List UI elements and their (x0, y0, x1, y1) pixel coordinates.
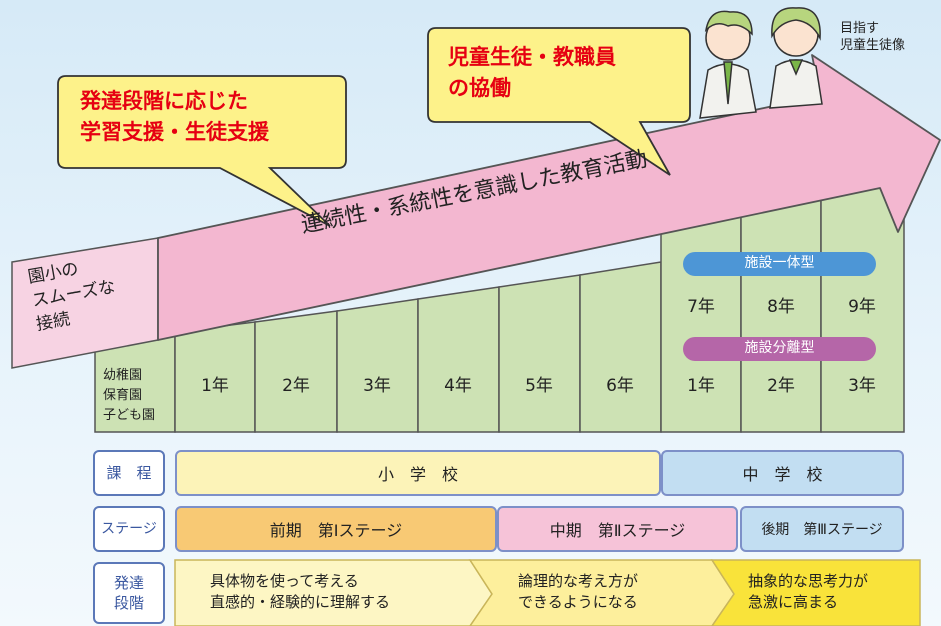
dev-stage-1-text: 具体物を使って考える 直感的・経験的に理解する (210, 571, 390, 613)
elementary-grade-3: 3年 (363, 376, 391, 396)
separated-grade-1: 1年 (687, 376, 715, 396)
preschool-line2: 保育園 (103, 388, 143, 403)
integrated-grade-9: 9年 (848, 297, 876, 317)
dev-stage-3-line1: 抽象的な思考力が (748, 572, 869, 590)
integrated-pill (683, 252, 876, 276)
development-stages (174, 559, 921, 626)
dev-stage-3-line2: 急激に高まる (748, 593, 839, 611)
stage-1-box: 前期 第Ⅰステージ (175, 506, 497, 552)
separated-pill (683, 337, 876, 361)
goal-line1: 目指す (840, 21, 880, 36)
bubble-right-line2: の協働 (448, 76, 511, 100)
stage-3-box: 後期 第Ⅲステージ (740, 506, 904, 552)
bubble-left-line2: 学習支援・生徒支援 (80, 120, 269, 144)
preschool-line3: 子ども園 (103, 408, 156, 423)
integrated-label: 施設一体型 (744, 255, 815, 271)
elementary-grade-4: 4年 (444, 376, 472, 396)
development-label-line2: 段階 (113, 594, 144, 612)
grade-column-3 (336, 298, 419, 433)
separated-grade-2: 2年 (767, 376, 795, 396)
grade-column-6 (579, 261, 662, 433)
elementary-grade-5: 5年 (525, 376, 553, 396)
dev-stage-1-line1: 具体物を使って考える (210, 572, 359, 590)
goal-label: 目指す 児童生徒像 (840, 20, 905, 54)
students-illustration (699, 7, 823, 119)
integrated-grade-7: 7年 (687, 297, 715, 317)
bubble-right-line1: 児童生徒・教職員 (448, 45, 616, 69)
shogakko-box: 小 学 校 (175, 450, 661, 496)
bubble-right-shape (427, 27, 691, 176)
course-row-label: 課 程 (93, 450, 165, 496)
preschool-line1: 幼稚園 (103, 368, 143, 383)
development-row-label: 発達 段階 (93, 562, 165, 624)
separated-grade-3: 3年 (848, 376, 876, 396)
stage-2-box: 中期 第Ⅱステージ (497, 506, 738, 552)
separated-label: 施設分離型 (744, 340, 815, 356)
stage-row-label: ステージ (93, 506, 165, 552)
grade-columns (94, 179, 905, 433)
dev-stage-1-line2: 直感的・経験的に理解する (210, 593, 391, 611)
bubble-left-shape (57, 75, 347, 227)
grade-column-4 (417, 286, 500, 433)
elementary-grade-6: 6年 (606, 376, 634, 396)
goal-line2: 児童生徒像 (840, 38, 906, 53)
dev-stage-3-text: 抽象的な思考力が 急激に高まる (748, 571, 868, 613)
smooth-connection-label: 園小の スムーズな 接続 (26, 251, 121, 337)
elementary-grade-1: 1年 (201, 376, 229, 396)
dev-stage-3-shape (710, 559, 921, 626)
bubble-left-text: 発達段階に応じた 学習支援・生徒支援 (80, 86, 269, 148)
elementary-grade-2: 2年 (282, 376, 310, 396)
dev-stage-2-line1: 論理的な考え方が (518, 572, 639, 590)
chugakko-box: 中 学 校 (661, 450, 904, 496)
grade-column-5 (498, 274, 581, 433)
preschool-label: 幼稚園 保育園 子ども園 (103, 366, 155, 426)
dev-stage-2-line2: できるようになる (518, 593, 638, 611)
bubble-right-text: 児童生徒・教職員 の協働 (448, 42, 616, 104)
development-label-line1: 発達 (113, 574, 144, 592)
integrated-grade-8: 8年 (767, 297, 795, 317)
dev-stage-2-text: 論理的な考え方が できるようになる (518, 571, 638, 613)
bubble-left-line1: 発達段階に応じた (80, 89, 248, 113)
